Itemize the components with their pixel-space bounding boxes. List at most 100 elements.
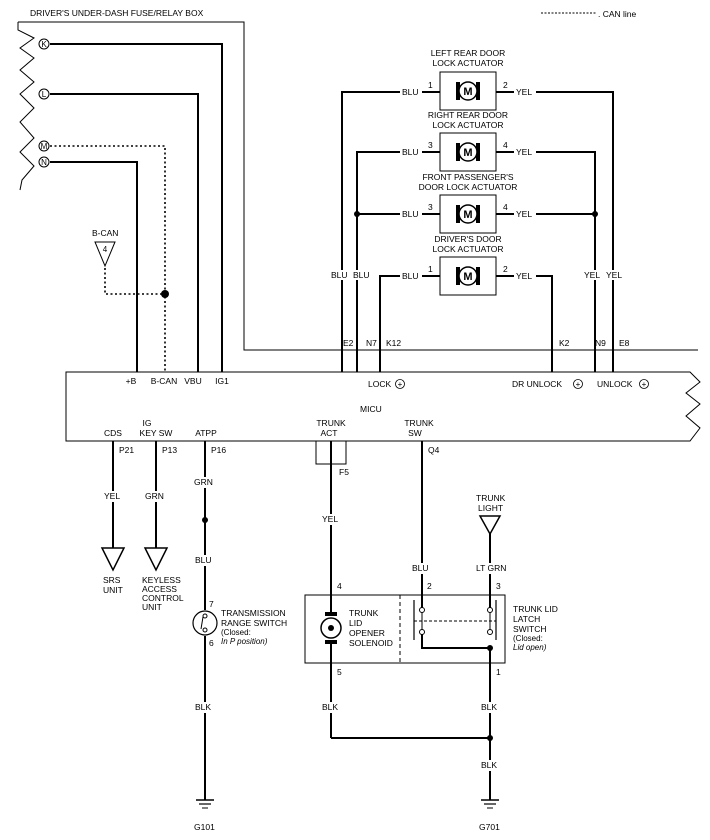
svg-text:BLK: BLK: [322, 702, 338, 712]
wire-l-vbu: [50, 93, 199, 372]
svg-text:K12: K12: [386, 338, 401, 348]
svg-text:BLK: BLK: [481, 760, 497, 770]
splice-dot: [202, 517, 208, 523]
svg-text:YEL: YEL: [516, 87, 532, 97]
svg-text:P13: P13: [162, 445, 177, 455]
junction-dot: [592, 211, 598, 217]
svg-text:M: M: [463, 86, 472, 98]
svg-text:ATPP: ATPP: [195, 428, 217, 438]
svg-text:ACCESS: ACCESS: [142, 584, 177, 594]
svg-text:LEFT REAR DOOR: LEFT REAR DOOR: [431, 48, 505, 58]
bcan-connector: B-CAN 4: [92, 228, 118, 268]
fuse-pin-m: M: [38, 140, 50, 152]
transmission-range-switch: 7 6 TRANSMISSION RANGE SWITCH (Closed: I…: [192, 599, 287, 648]
svg-text:(Closed:: (Closed:: [221, 628, 251, 637]
svg-text:BLU: BLU: [331, 270, 348, 280]
fuse-pin-l: L: [38, 88, 50, 100]
svg-text:+: +: [642, 380, 647, 389]
svg-text:LATCH: LATCH: [513, 614, 540, 624]
svg-text:UNLOCK: UNLOCK: [597, 379, 633, 389]
svg-text:1: 1: [428, 80, 433, 90]
svg-text:BLU: BLU: [402, 147, 419, 157]
svg-text:1: 1: [496, 667, 501, 677]
wire-yel-driver: [496, 275, 553, 372]
fuse-pin-k: K: [38, 38, 50, 50]
svg-text:YEL: YEL: [104, 491, 120, 501]
svg-text:OPENER: OPENER: [349, 628, 385, 638]
svg-text:L: L: [42, 90, 47, 99]
svg-text:Lid open): Lid open): [513, 643, 547, 652]
svg-text:BLU: BLU: [402, 87, 419, 97]
svg-text:BLU: BLU: [353, 270, 370, 280]
svg-text:KEY SW: KEY SW: [140, 428, 173, 438]
switch-icon: [192, 610, 218, 636]
trunk-module-outline: [304, 594, 506, 664]
trunk-light: TRUNK LIGHT: [476, 493, 506, 536]
svg-text:4: 4: [503, 140, 508, 150]
svg-text:LOCK ACTUATOR: LOCK ACTUATOR: [432, 244, 503, 254]
svg-text:2: 2: [503, 264, 508, 274]
wire-n-plusb: [50, 161, 138, 372]
svg-text:TRUNK: TRUNK: [349, 608, 379, 618]
svg-text:K: K: [41, 40, 47, 49]
svg-text:CDS: CDS: [104, 428, 122, 438]
svg-text:4: 4: [503, 202, 508, 212]
svg-text:+B: +B: [126, 376, 137, 386]
motor-icon: [458, 142, 478, 162]
svg-text:G701: G701: [479, 822, 500, 832]
svg-text:BLU: BLU: [402, 271, 419, 281]
svg-text:P21: P21: [119, 445, 134, 455]
svg-text:E2: E2: [343, 338, 354, 348]
svg-text:ACT: ACT: [321, 428, 338, 438]
motor-icon: [458, 81, 478, 101]
actuator-front-passenger: FRONT PASSENGER'S DOOR LOCK ACTUATOR M 3…: [400, 172, 536, 234]
fuse-box-title: DRIVER'S UNDER-DASH FUSE/RELAY BOX: [30, 8, 204, 18]
svg-text:YEL: YEL: [516, 209, 532, 219]
svg-text:SW: SW: [408, 428, 422, 438]
svg-text:UNIT: UNIT: [142, 602, 162, 612]
ground-g101: G101: [194, 799, 215, 832]
svg-text:(Closed:: (Closed:: [513, 634, 543, 643]
svg-text:3: 3: [428, 140, 433, 150]
svg-text:BLK: BLK: [195, 702, 211, 712]
svg-text:Q4: Q4: [428, 445, 440, 455]
junction-dot: [354, 211, 360, 217]
svg-text:E8: E8: [619, 338, 630, 348]
svg-text:N7: N7: [366, 338, 377, 348]
srs-unit: SRS UNIT: [100, 547, 126, 595]
svg-text:TRUNK: TRUNK: [316, 418, 346, 428]
svg-text:TRUNK: TRUNK: [476, 493, 506, 503]
svg-text:1: 1: [428, 264, 433, 274]
svg-text:2: 2: [427, 581, 432, 591]
splice-dot: [487, 735, 493, 741]
ground-g701: G701: [479, 799, 500, 832]
actuator-right-rear: RIGHT REAR DOOR LOCK ACTUATOR M 3 4 BLU …: [400, 110, 536, 172]
svg-text:LOCK: LOCK: [368, 379, 391, 389]
svg-text:M: M: [463, 147, 472, 159]
svg-text:LOCK ACTUATOR: LOCK ACTUATOR: [432, 58, 503, 68]
svg-text:B-CAN: B-CAN: [151, 376, 177, 386]
svg-text:2: 2: [503, 80, 508, 90]
svg-text:RIGHT REAR DOOR: RIGHT REAR DOOR: [428, 110, 508, 120]
keyless-connector-icon: [143, 547, 169, 572]
bcan-junction-dot: [161, 290, 169, 298]
fuse-relay-box: DRIVER'S UNDER-DASH FUSE/RELAY BOX: [17, 8, 698, 351]
fuse-box-wires: [50, 43, 223, 372]
svg-text:YEL: YEL: [606, 270, 622, 280]
svg-text:SRS: SRS: [103, 575, 121, 585]
actuator-left-rear: LEFT REAR DOOR LOCK ACTUATOR M 1 2 BLU Y…: [400, 48, 536, 111]
svg-text:BLU: BLU: [412, 563, 429, 573]
svg-text:7: 7: [209, 599, 214, 609]
svg-text:UNIT: UNIT: [103, 585, 123, 595]
keyless-access-unit: KEYLESS ACCESS CONTROL UNIT: [142, 547, 184, 612]
motor-icon: [458, 266, 478, 286]
svg-text:+: +: [576, 380, 581, 389]
svg-text:DOOR LOCK ACTUATOR: DOOR LOCK ACTUATOR: [419, 182, 518, 192]
lower-wire-labels: YEL GRN GRN BLU BLK YEL BLU LT GRN BLK B…: [102, 477, 512, 771]
actuator-driver: DRIVER'S DOOR LOCK ACTUATOR M 1 2 BLU YE…: [400, 234, 536, 296]
svg-text:5: 5: [337, 667, 342, 677]
svg-text:4: 4: [337, 581, 342, 591]
svg-text:DRIVER'S DOOR: DRIVER'S DOOR: [434, 234, 501, 244]
svg-text:M: M: [463, 271, 472, 283]
svg-text:K2: K2: [559, 338, 570, 348]
